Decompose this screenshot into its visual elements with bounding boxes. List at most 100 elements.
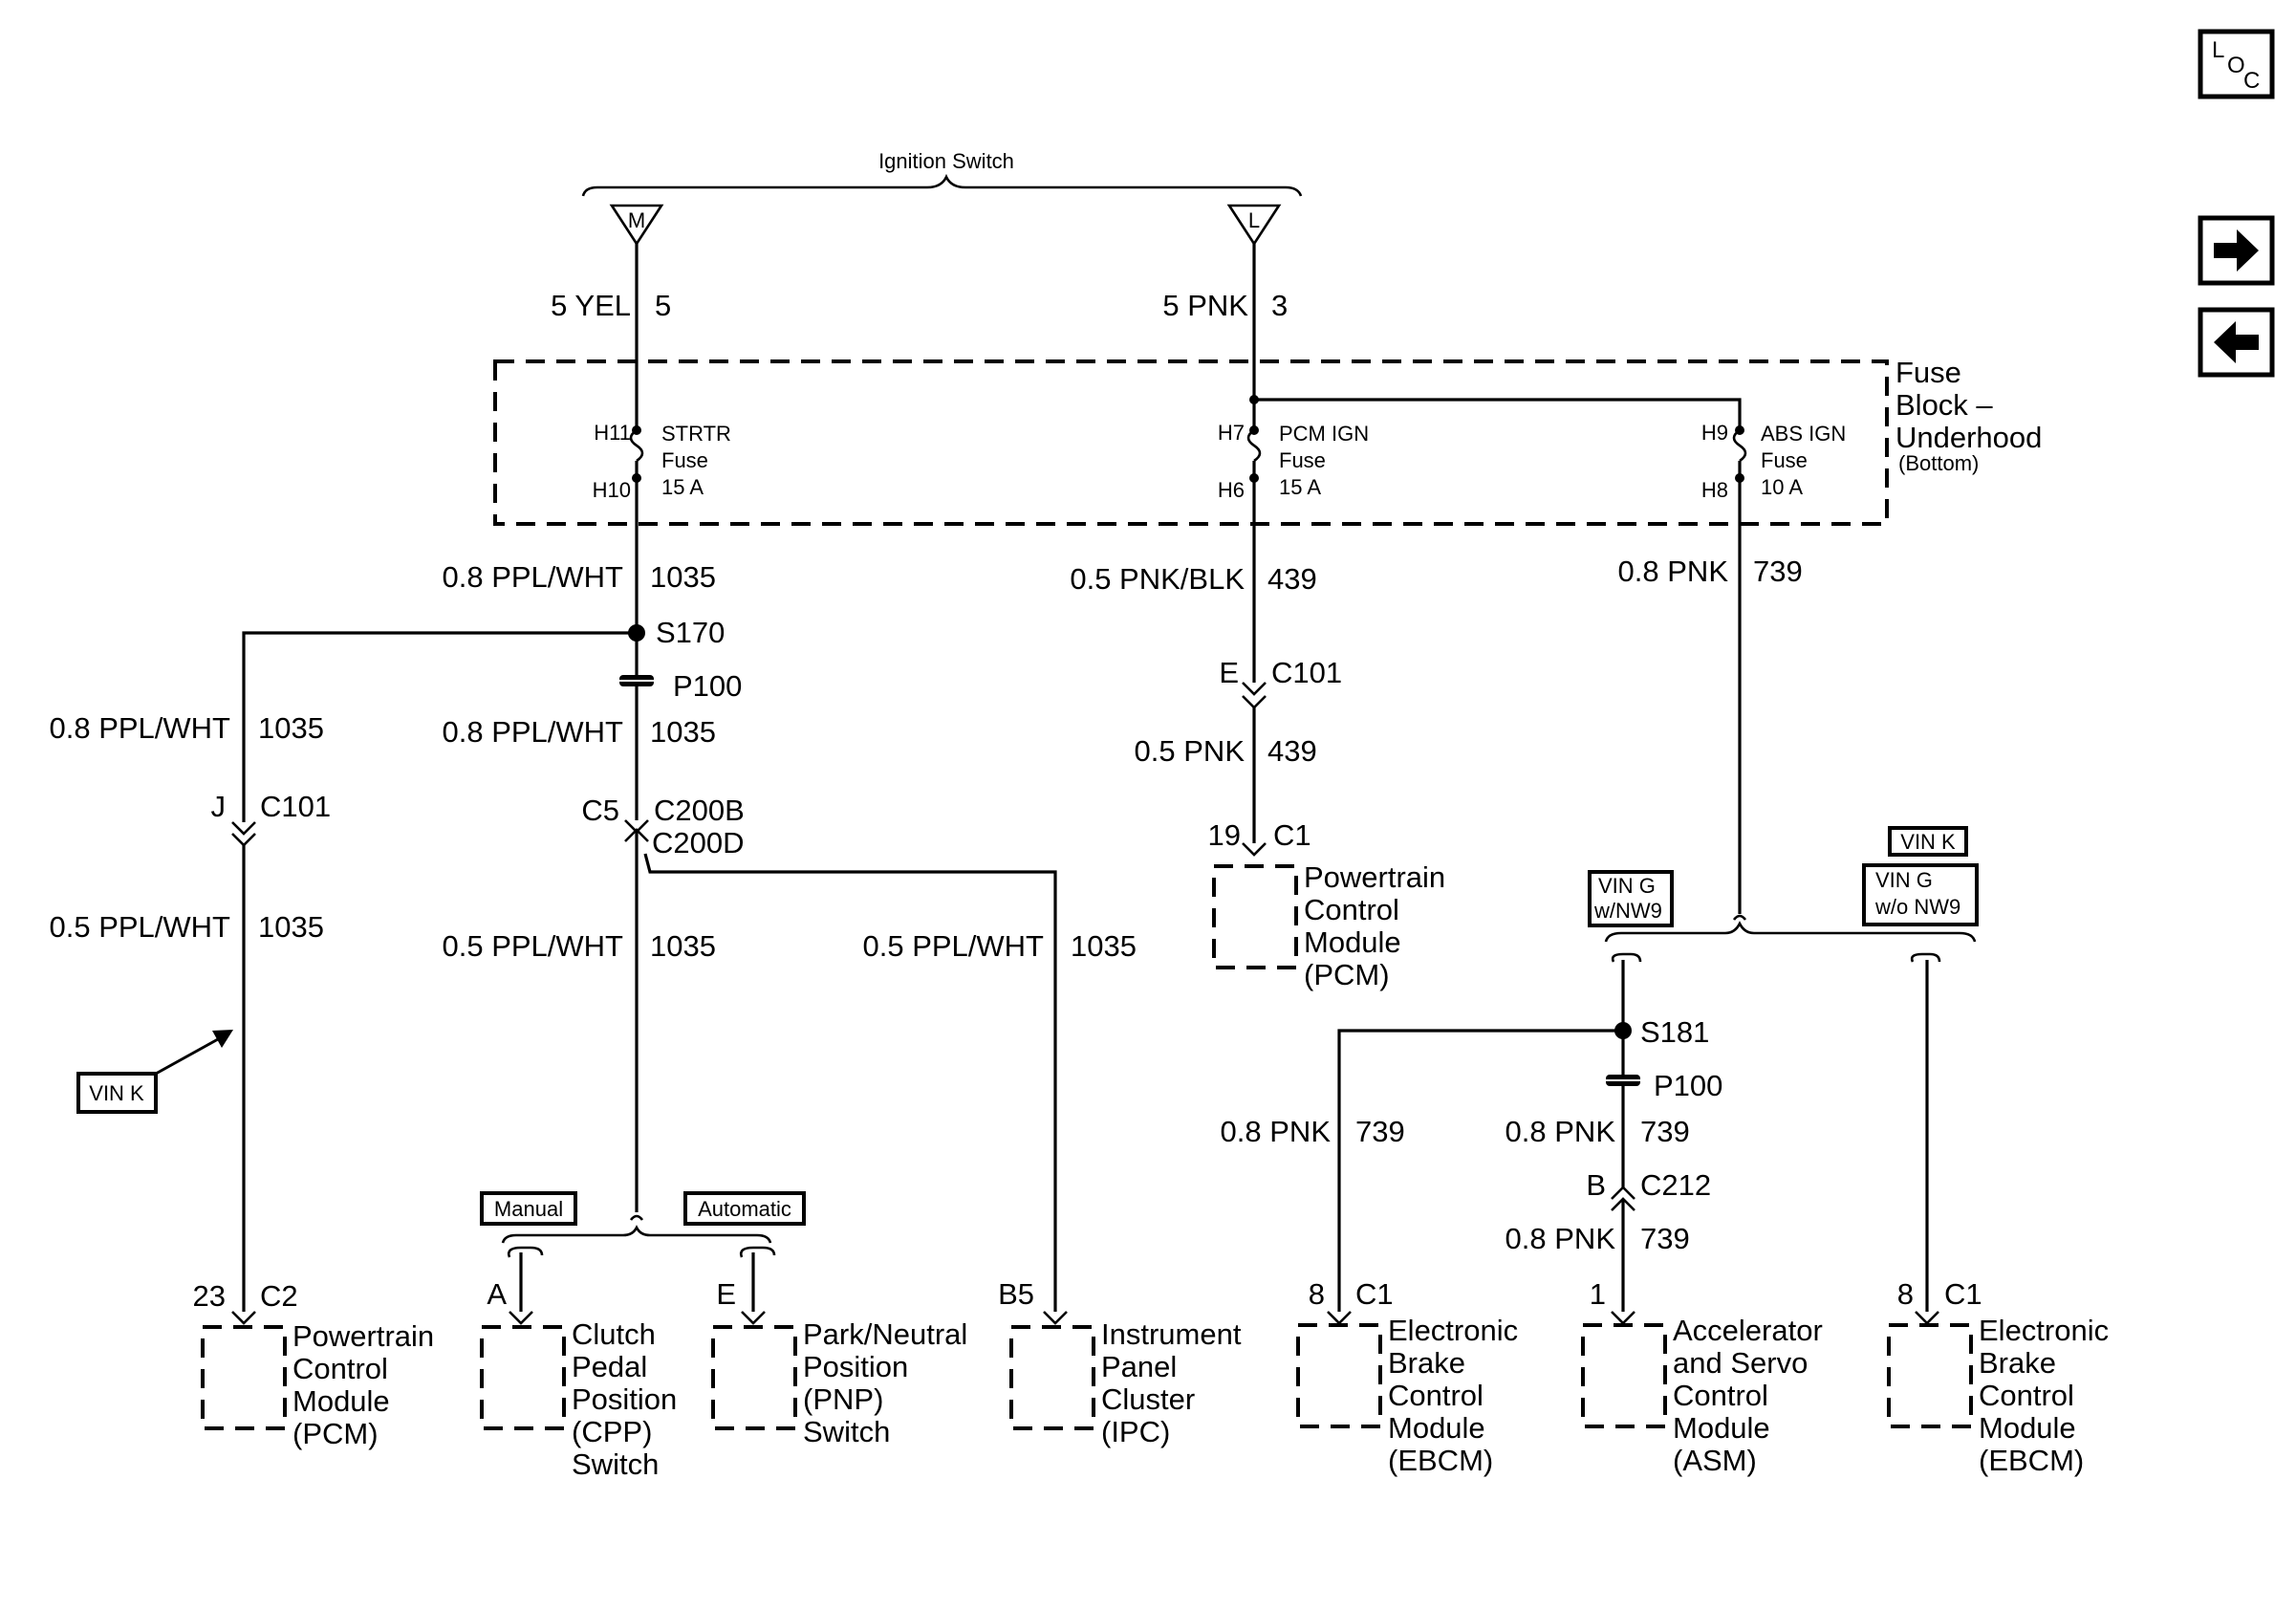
ebcm2-conn: C1 — [1944, 1277, 1982, 1311]
arrow-left-icon — [2214, 321, 2259, 363]
ebcm2-line-1: Brake — [1979, 1346, 2056, 1380]
next-page-button[interactable] — [2198, 215, 2275, 286]
wire-asm-top-circuit: 739 — [1640, 1115, 1690, 1148]
pass-through-p100-left — [619, 675, 654, 686]
fuse-pcm-ign-name: PCM IGN — [1279, 422, 1369, 446]
component-ipc: B5 Instrument Panel Cluster (IPC) — [998, 1277, 1242, 1448]
wire-mid-bot-circuit: 1035 — [650, 929, 716, 963]
ebcm2-line-2: Control — [1979, 1379, 2074, 1412]
wire-m-circuit: 5 — [655, 289, 671, 322]
cpp-line-3: (CPP) — [572, 1415, 652, 1448]
terminal-l-symbol — [1226, 204, 1282, 247]
option-vin-k-left: VIN K — [76, 1030, 233, 1114]
asm-line-2: Control — [1673, 1379, 1768, 1412]
fuse-pcm-ign-in: H7 — [1218, 421, 1245, 445]
ebcm1-line-3: Module — [1388, 1411, 1485, 1445]
option-vin-k-right-label: VIN K — [1900, 830, 1956, 854]
wire-ebcm1-circuit: 739 — [1355, 1115, 1405, 1148]
wire-asm-bot-color: 0.8 PNK — [1505, 1222, 1616, 1255]
asm-pin: 1 — [1590, 1277, 1606, 1311]
previous-page-button[interactable] — [2198, 307, 2275, 378]
pcm-mid-conn: C1 — [1273, 818, 1311, 852]
wire-m-color: 5 YEL — [551, 289, 631, 322]
connector-c212: C212 — [1640, 1168, 1711, 1202]
wire-mid-top-circuit: 1035 — [650, 715, 716, 749]
component-pnp-switch: E Park/Neutral Position (PNP) Switch — [711, 1277, 967, 1448]
cpp-line-0: Clutch — [572, 1317, 656, 1351]
loc-letter-l: L — [2212, 37, 2224, 63]
fuse-block-title-4: (Bottom) — [1898, 451, 1979, 475]
wire-stm-color: 0.8 PPL/WHT — [443, 560, 624, 594]
pass-through-p100-right — [1606, 1075, 1640, 1086]
wire-l-circuit: 3 — [1271, 289, 1288, 322]
ebcm2-line-0: Electronic — [1979, 1314, 2109, 1347]
splice-s181-label: S181 — [1640, 1015, 1709, 1049]
asm-line-0: Accelerator — [1673, 1314, 1823, 1347]
wire-asm-bot-circuit: 739 — [1640, 1222, 1690, 1255]
ebcm1-conn: C1 — [1355, 1277, 1394, 1311]
pass-through-p100-right-label: P100 — [1654, 1069, 1722, 1102]
pnp-line-1: Position — [803, 1350, 908, 1383]
fuse-strtr-out: H10 — [593, 478, 631, 502]
connector-j-pin: J — [211, 790, 227, 823]
option-manual-label: Manual — [494, 1197, 563, 1221]
cpp-line-2: Position — [572, 1382, 677, 1416]
ipc-line-3: (IPC) — [1101, 1415, 1170, 1448]
loc-button[interactable]: L O C — [2198, 29, 2275, 99]
loc-letter-c: C — [2243, 68, 2260, 94]
wire-ipc-circuit: 1035 — [1071, 929, 1137, 963]
fuse-strtr-rating: 15 A — [661, 475, 704, 499]
asm-line-1: and Servo — [1673, 1346, 1808, 1380]
pnp-line-2: (PNP) — [803, 1382, 883, 1416]
terminal-l-label: L — [1248, 208, 1260, 232]
ebcm2-pin: 8 — [1897, 1277, 1914, 1311]
cpp-pin: A — [487, 1277, 507, 1311]
pcm-mid-line-1: Control — [1304, 893, 1399, 926]
option-vin-g-wo-nw9-line1: VIN G — [1875, 868, 1933, 892]
ebcm1-pin: 8 — [1309, 1277, 1325, 1311]
connector-e-pin: E — [1219, 656, 1239, 689]
fuse-pcm-ign-word: Fuse — [1279, 448, 1326, 472]
component-cpp-switch: A Clutch Pedal Position (CPP) Switch — [480, 1277, 677, 1481]
fuse-block-title-3: Underhood — [1895, 421, 2042, 454]
ebcm1-line-0: Electronic — [1388, 1314, 1518, 1347]
wire-l-color: 5 PNK — [1162, 289, 1248, 322]
ebcm1-line-1: Brake — [1388, 1346, 1465, 1380]
pcm-left-conn: C2 — [260, 1279, 298, 1313]
asm-line-4: (ASM) — [1673, 1444, 1757, 1477]
ebcm1-line-2: Control — [1388, 1379, 1484, 1412]
fuse-pcm-ign: H7 H6 PCM IGN Fuse 15 A — [1218, 421, 1369, 502]
fuse-abs-ign: H9 H8 ABS IGN Fuse 10 A — [1701, 421, 1846, 502]
fuse-strtr-word: Fuse — [661, 448, 708, 472]
wire-asm-top-color: 0.8 PNK — [1505, 1115, 1616, 1148]
pcm-left-line-1: Control — [292, 1352, 388, 1385]
wire-pcm-top-color: 0.5 PNK/BLK — [1070, 562, 1245, 596]
component-ebcm-left: 8 C1 Electronic Brake Control Module (EB… — [1296, 1277, 1518, 1477]
splice-s170-label: S170 — [656, 616, 725, 649]
fuse-block-underhood: Fuse Block – Underhood (Bottom) — [493, 356, 2042, 526]
option-vin-g-wo-nw9-line2: w/o NW9 — [1874, 895, 1960, 919]
component-ebcm-right: 8 C1 Electronic Brake Control Module (EB… — [1887, 1277, 2109, 1477]
wire-pcm-bot-circuit: 439 — [1267, 734, 1317, 768]
pcm-left-line-3: (PCM) — [292, 1417, 379, 1450]
ignition-switch: Ignition Switch M L — [581, 149, 1303, 247]
engine-option-split: VIN G w/NW9 VIN K VIN G w/o NW9 — [1588, 826, 1979, 963]
wire-left-top-circuit: 1035 — [258, 711, 324, 745]
ebcm2-line-3: Module — [1979, 1411, 2076, 1445]
transmission-option-split: Manual Automatic — [480, 1191, 806, 1325]
loc-letter-o: O — [2227, 53, 2245, 78]
ipc-line-1: Panel — [1101, 1350, 1177, 1383]
wire-stm-circuit: 1035 — [650, 560, 716, 594]
ipc-line-2: Cluster — [1101, 1382, 1195, 1416]
connector-c212-pin: B — [1586, 1168, 1606, 1202]
wire-pcm-bot-color: 0.5 PNK — [1135, 734, 1245, 768]
ebcm2-line-4: (EBCM) — [1979, 1444, 2084, 1477]
pnp-line-3: Switch — [803, 1415, 890, 1448]
asm-line-3: Module — [1673, 1411, 1770, 1445]
fuse-abs-ign-word: Fuse — [1761, 448, 1808, 472]
fuse-pcm-ign-rating: 15 A — [1279, 475, 1321, 499]
component-pcm-left: 23 C2 Powertrain Control Module (PCM) — [193, 1279, 435, 1450]
ipc-line-0: Instrument — [1101, 1317, 1242, 1351]
option-vin-k-left-label: VIN K — [89, 1081, 144, 1105]
